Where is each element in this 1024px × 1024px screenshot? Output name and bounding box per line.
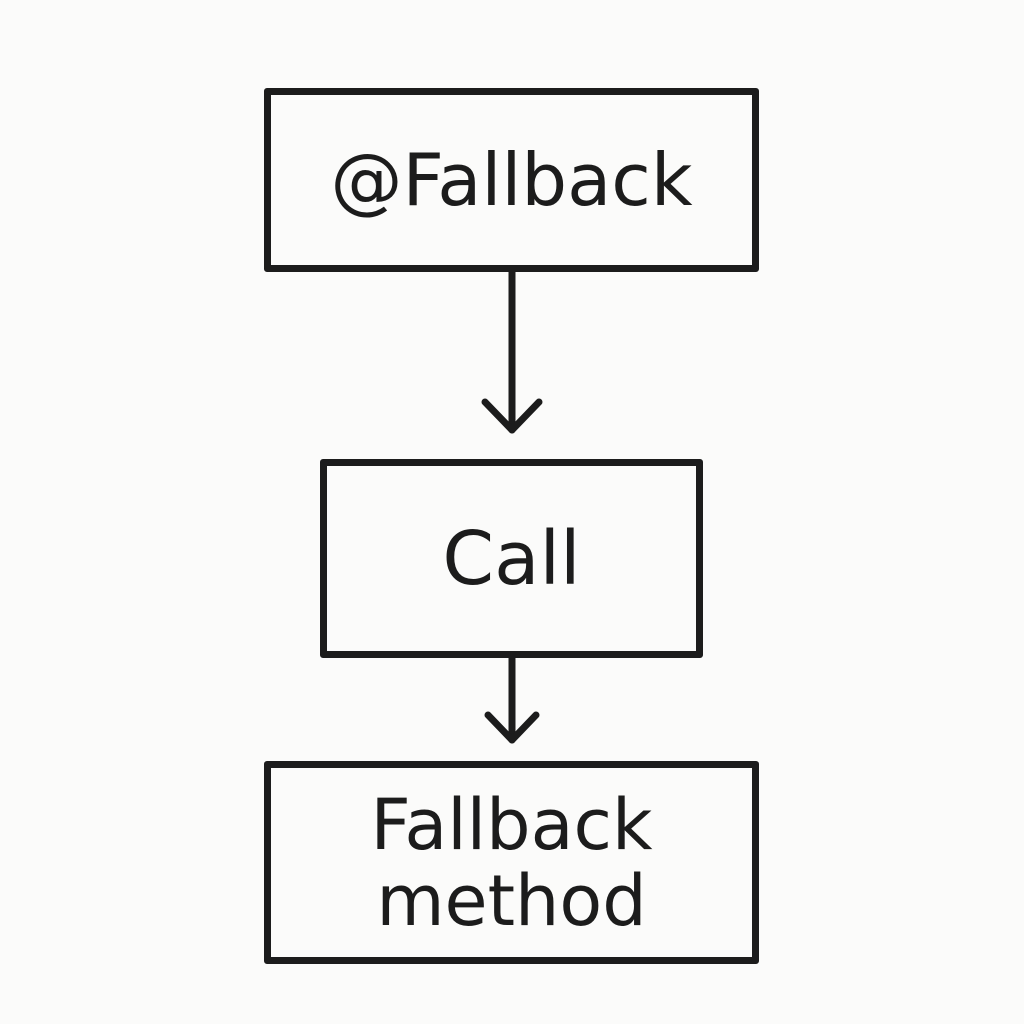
fallback-annotation-node: @Fallback [264, 88, 759, 272]
call-node: Call [320, 459, 703, 658]
fallback-method-label: Fallback method [371, 787, 653, 939]
fallback-annotation-label: @Fallback [330, 138, 693, 222]
fallback-method-line-2: method [376, 859, 647, 942]
fallback-method-node: Fallback method [264, 761, 759, 964]
fallback-method-line-1: Fallback [370, 783, 653, 866]
call-label: Call [442, 515, 581, 602]
arrow-annotation-to-call [481, 268, 543, 434]
arrow-call-to-fallback-method [484, 654, 540, 744]
